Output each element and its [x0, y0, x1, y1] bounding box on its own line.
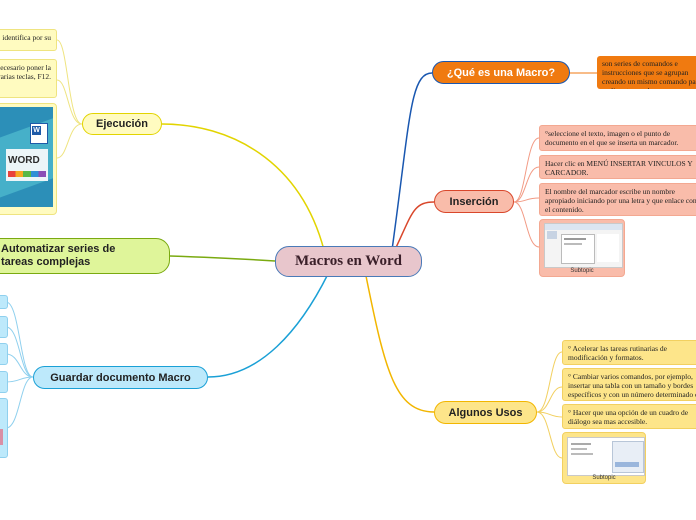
- branch-automatizar[interactable]: Automatizar series de tareas complejas: [0, 238, 170, 274]
- insercion-image[interactable]: Subtopic: [539, 219, 625, 277]
- insercion-note-3-text: El nombre del marcador escribe un nombre…: [545, 187, 696, 214]
- link-guardar-s2: [6, 327, 33, 377]
- central-topic[interactable]: Macros en Word: [275, 246, 422, 277]
- branch-usos[interactable]: Algunos Usos: [434, 401, 537, 424]
- que-es-note-text: son series de comandos e instrucciones q…: [602, 59, 696, 89]
- link-ejecucion: [162, 124, 324, 250]
- usos-image[interactable]: Subtopic: [562, 432, 646, 484]
- word-logo-text: WORD: [8, 155, 40, 166]
- insercion-note-2-text: Hacer clic en MENÚ INSERTAR VINCULOS Y C…: [545, 159, 692, 177]
- link-guardar-s5: [6, 377, 33, 428]
- branch-usos-label: Algunos Usos: [449, 407, 523, 419]
- link-usos-n2: [537, 387, 562, 412]
- usos-note-3-text: ° Hacer que una opción de un cuadro de d…: [568, 408, 688, 426]
- link-que-es: [392, 73, 432, 250]
- link-insercion-n2: [514, 167, 539, 202]
- screenshot-image: [544, 223, 623, 268]
- guardar-subtopic-1[interactable]: [0, 295, 8, 309]
- central-topic-label: Macros en Word: [295, 253, 402, 270]
- branch-que-es[interactable]: ¿Qué es una Macro?: [432, 61, 570, 84]
- link-ejecucion-thumb: [57, 124, 82, 158]
- link-automatizar: [170, 256, 275, 261]
- usos-note-3[interactable]: ° Hacer que una opción de un cuadro de d…: [562, 404, 696, 429]
- branch-automatizar-label: Automatizar series de tareas complejas: [1, 243, 136, 269]
- insercion-note-1[interactable]: °seleccione el texto, imagen o el punto …: [539, 125, 696, 151]
- word-logo-image: W WORD: [0, 107, 53, 207]
- branch-insercion-label: Inserción: [450, 196, 499, 208]
- branch-guardar[interactable]: Guardar documento Macro: [33, 366, 208, 389]
- insercion-image-label: Subtopic: [540, 268, 624, 274]
- link-usos: [366, 276, 434, 412]
- insercion-note-1-text: °seleccione el texto, imagen o el punto …: [545, 129, 678, 147]
- guardar-subtopic-4[interactable]: [0, 371, 8, 393]
- link-usos-n3: [537, 412, 562, 417]
- que-es-note[interactable]: son series de comandos e instrucciones q…: [597, 56, 696, 89]
- guardar-subtopic-2[interactable]: [0, 316, 8, 338]
- ejecucion-image[interactable]: W WORD: [0, 103, 57, 215]
- insercion-note-3[interactable]: El nombre del marcador escribe un nombre…: [539, 183, 696, 216]
- usos-note-2-text: ° Cambiar varios comandos, por ejemplo, …: [568, 372, 696, 401]
- ejecucion-note-1[interactable]: identifica por su: [0, 29, 57, 51]
- link-guardar: [208, 274, 328, 377]
- screenshot-image: [567, 437, 645, 476]
- insercion-note-2[interactable]: Hacer clic en MENÚ INSERTAR VINCULOS Y C…: [539, 155, 696, 179]
- link-usos-thumb: [537, 412, 562, 458]
- word-doc-icon: W: [30, 123, 48, 144]
- branch-ejecucion[interactable]: Ejecución: [82, 113, 162, 135]
- ejecucion-note-1-text: identifica por su: [2, 33, 51, 42]
- usos-note-1-text: ° Acelerar las tareas rutinarias de modi…: [568, 344, 667, 362]
- branch-ejecucion-label: Ejecución: [96, 118, 148, 130]
- link-insercion-thumb: [514, 202, 539, 247]
- screenshot-image: [0, 429, 3, 445]
- usos-note-1[interactable]: ° Acelerar las tareas rutinarias de modi…: [562, 340, 696, 365]
- branch-guardar-label: Guardar documento Macro: [50, 372, 191, 384]
- link-insercion-n1: [514, 138, 539, 202]
- guardar-subtopic-image[interactable]: [0, 398, 8, 458]
- usos-image-label: Subtopic: [563, 475, 645, 481]
- branch-insercion[interactable]: Inserción: [434, 190, 514, 213]
- guardar-subtopic-3[interactable]: [0, 343, 8, 365]
- ejecucion-note-2-text: necesario poner la varias teclas, F12.: [0, 63, 51, 81]
- usos-note-2[interactable]: ° Cambiar varios comandos, por ejemplo, …: [562, 368, 696, 401]
- branch-que-es-label: ¿Qué es una Macro?: [447, 67, 555, 79]
- ejecucion-note-2[interactable]: necesario poner la varias teclas, F12.: [0, 59, 57, 98]
- link-usos-n1: [537, 352, 562, 412]
